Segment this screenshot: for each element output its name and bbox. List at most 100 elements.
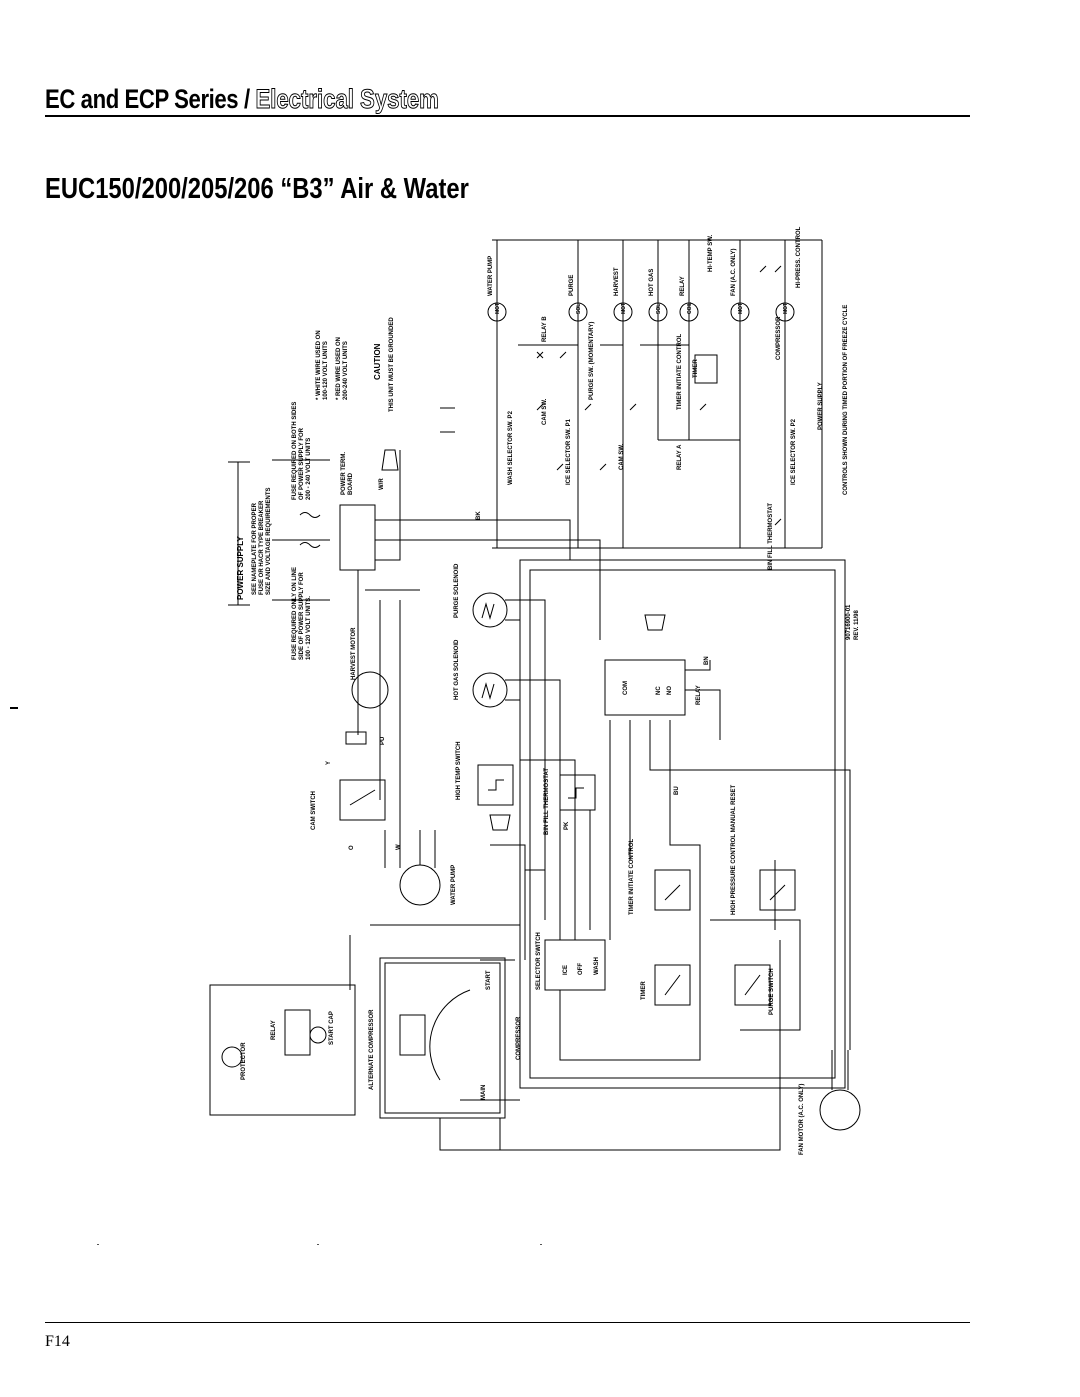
timer-blade xyxy=(664,974,681,996)
compressor-arc xyxy=(429,989,471,1081)
power-supply-bracket xyxy=(228,461,250,606)
board-label-1: POWER TERM. xyxy=(341,452,347,495)
hot-gas-solenoid-symbol xyxy=(648,302,668,322)
label-cam-switch: CAM SWITCH xyxy=(311,791,317,830)
cam-switch xyxy=(339,779,386,821)
timer-box xyxy=(694,354,718,384)
relay-connector xyxy=(644,614,666,631)
label-bin-fill: BIN FILL THERMOSTAT xyxy=(768,503,774,570)
fuse-symbols xyxy=(299,512,321,548)
label-water-pump-component: WATER PUMP xyxy=(451,865,457,905)
start-cap xyxy=(309,1026,327,1044)
label-alt-relay: RELAY xyxy=(271,1020,277,1040)
selector-wash: WASH xyxy=(594,957,600,975)
power-terminal-board xyxy=(339,504,376,571)
bin-fill-thermostat xyxy=(559,774,596,811)
hot-gas-solenoid-coil xyxy=(481,682,495,700)
wire-code-bk: BK xyxy=(476,511,482,520)
power-supply-leads xyxy=(272,459,330,601)
water-pump-motor-symbol xyxy=(487,302,507,322)
control-box-outline xyxy=(529,569,836,1079)
label-high-temp-switch: HIGH TEMP SWITCH xyxy=(456,741,462,800)
label-alternate-compressor: ALTERNATE COMPRESSOR xyxy=(369,1009,375,1090)
caution-text: THIS UNIT MUST BE GROUNDED xyxy=(389,317,395,412)
purge-solenoid-coil xyxy=(481,602,495,620)
label-power-supply: POWER SUPPLY xyxy=(818,382,824,430)
series-label: EC and ECP Series / xyxy=(45,84,250,114)
ground-lug xyxy=(381,449,399,471)
cam-switch-blade xyxy=(349,789,376,806)
label-fan: FAN (A.C. ONLY) xyxy=(731,249,737,296)
timer xyxy=(654,964,691,1006)
symbol-mot: MOT xyxy=(783,303,789,314)
relay-nc: NC xyxy=(656,686,662,695)
relay-coil-symbol xyxy=(679,302,699,322)
label-timer-initiate: TIMER INITIATE CONTROL xyxy=(677,333,683,410)
label-cam-sw-2: CAM SW. xyxy=(619,443,625,470)
wiring-schematic xyxy=(209,407,861,1151)
label-wash-selector: WASH SELECTOR SW. P2 xyxy=(508,410,514,485)
contact-marks xyxy=(536,403,707,411)
drawing-number: 90716900-01 xyxy=(846,604,852,640)
ground-symbol xyxy=(440,407,455,433)
purge-switch-blade xyxy=(744,974,761,996)
fuse-both-note-2: OF POWER SUPPLY FOR xyxy=(299,427,305,500)
wire-note-3: * RED WIRE USED ON xyxy=(336,337,342,400)
compressor-box xyxy=(379,957,506,1119)
fuse-line-note-1: FUSE REQUIRED ONLY ON LINE xyxy=(292,567,298,660)
fuse-both-note-1: FUSE REQUIRED ON BOTH SIDES xyxy=(292,402,298,500)
nameplate-note-2: FUSE OR HACR TYPE BREAKER xyxy=(259,500,265,595)
symbol-sol: SOL xyxy=(576,304,582,314)
label-start-cap: START CAP xyxy=(329,1011,335,1045)
harvest-motor-connector xyxy=(345,731,367,745)
label-timer-component: TIMER xyxy=(641,981,647,1000)
relay-com: COM xyxy=(623,681,629,695)
label-protector: PROTECTOR xyxy=(241,1042,247,1080)
fuse-both-note-3: 200 - 240 VOLT UNITS xyxy=(306,438,312,500)
label-hi-temp-sw: HI-TEMP SW. xyxy=(708,234,714,272)
compressor-relay xyxy=(399,1014,426,1056)
high-temp-switch xyxy=(477,764,514,806)
relay xyxy=(604,659,686,716)
water-pump-leads xyxy=(384,830,436,868)
caution-title: CAUTION xyxy=(373,343,382,380)
protector xyxy=(221,1046,243,1068)
label-purge-sw: PURGE SW. (MOMENTARY) xyxy=(589,322,595,400)
ladder-diagram xyxy=(487,239,823,549)
nameplate-note-3: SIZE AND VOLTAGE REQUIREMENTS xyxy=(266,487,272,595)
controls-note: CONTROLS SHOWN DURING TIMED PORTION OF F… xyxy=(843,305,849,495)
symbol-mot: MOT xyxy=(495,303,501,314)
control-box-frame xyxy=(519,559,846,1089)
label-power-supply-input: POWER SUPPLY xyxy=(236,536,245,600)
symbol-sol: SOL xyxy=(656,304,662,314)
board-wires xyxy=(357,450,470,830)
label-compressor: COMPRESSOR xyxy=(776,316,782,360)
high-pressure-blade xyxy=(769,884,786,901)
label-bin-fill-thermostat: BIN FILL THERMOSTAT xyxy=(544,768,550,835)
label-ice-selector-p2: ICE SELECTOR SW. P2 xyxy=(791,418,797,485)
label-relay: RELAY xyxy=(680,276,686,296)
solenoid-leads xyxy=(505,599,520,701)
timer-initiate-control xyxy=(654,869,691,911)
fan-motor-leads xyxy=(831,1050,849,1090)
wire-code-wr: W/R xyxy=(379,478,385,490)
fan-motor xyxy=(819,1089,861,1131)
label-cam-sw: CAM SW. xyxy=(542,398,548,425)
hot-gas-solenoid xyxy=(472,672,508,708)
drawing-revision: REV. 11/98 xyxy=(854,610,860,640)
label-ice-selector-p1: ICE SELECTOR SW. P1 xyxy=(566,418,572,485)
connector-plug xyxy=(489,814,511,831)
label-timer-initiate-control: TIMER INITIATE CONTROL xyxy=(629,838,635,915)
harvest-motor-symbol xyxy=(613,302,633,322)
label-hot-gas: HOT GAS xyxy=(649,269,655,296)
contact-marks xyxy=(536,351,567,359)
label-timer: TIMER xyxy=(693,359,699,378)
scan-speck xyxy=(540,1244,542,1245)
high-temp-switch-element xyxy=(488,779,504,791)
wire-code-pu: PU xyxy=(380,737,386,745)
label-fan-motor: FAN MOTOR (A.C. ONLY) xyxy=(799,1084,805,1155)
label-relay-component: RELAY xyxy=(696,685,702,705)
margin-mark xyxy=(10,707,18,709)
alternate-compressor-box xyxy=(209,984,356,1116)
label-selector-switch: SELECTOR SWITCH xyxy=(536,932,542,990)
